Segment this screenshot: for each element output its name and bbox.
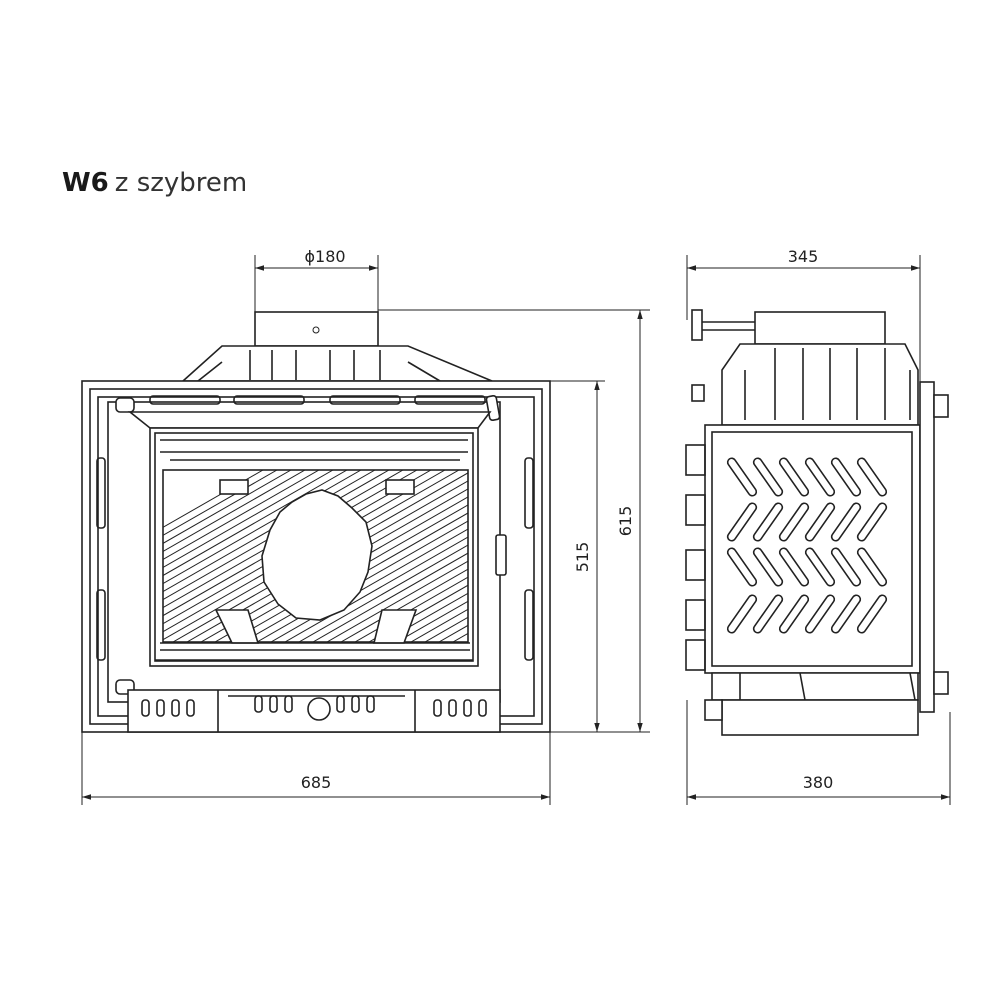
hatch-line	[163, 470, 278, 536]
latch	[485, 394, 501, 422]
rib	[804, 594, 836, 634]
hinge-top	[115, 397, 135, 413]
front-dimensions: ϕ180 685 515 615	[81, 247, 650, 805]
side-flue-collar	[754, 311, 886, 345]
rib	[752, 594, 784, 634]
fire-opening	[261, 489, 373, 621]
dim-bottom-depth-label: 380	[803, 773, 834, 792]
side-hood	[721, 343, 919, 426]
ashpan-vents	[141, 695, 487, 717]
rib	[752, 547, 784, 587]
hatch-line	[396, 600, 468, 642]
rib	[726, 457, 758, 497]
rib	[856, 547, 888, 587]
dim-front-height-label: 515	[573, 542, 592, 573]
rib	[726, 547, 758, 587]
rib	[752, 502, 784, 542]
side-dimensions: 345 380	[686, 247, 951, 805]
hatch-line	[312, 552, 468, 642]
dim-top-depth-label: 345	[788, 247, 819, 266]
rib	[830, 502, 862, 542]
hatch-line	[163, 470, 404, 609]
side-ashpan	[721, 699, 919, 736]
rib	[804, 502, 836, 542]
rib	[726, 502, 758, 542]
hatch-line	[163, 470, 292, 544]
hood	[180, 345, 493, 382]
hatch-line	[382, 592, 468, 642]
rib	[778, 594, 810, 634]
hatch-line	[163, 470, 306, 552]
side-latch	[933, 394, 949, 418]
side-view	[685, 309, 949, 736]
side-front-frame	[919, 381, 935, 713]
model-subtitle: z szybrem	[114, 168, 248, 198]
hatch-line	[326, 560, 468, 642]
damper-lever	[691, 309, 703, 341]
damper-bracket	[691, 384, 705, 402]
hatch-line	[298, 544, 468, 642]
dim-width-label: 685	[301, 773, 332, 792]
front-view	[81, 311, 551, 733]
air-control-knob	[307, 697, 331, 721]
flue-collar	[254, 311, 379, 347]
dim-flue-diameter-label: ϕ180	[304, 247, 345, 266]
rib	[752, 457, 784, 497]
rib	[830, 594, 862, 634]
bracket-right	[385, 479, 415, 495]
bracket-left	[219, 479, 249, 495]
rib	[856, 502, 888, 542]
rib	[856, 594, 888, 634]
side-ribs	[726, 457, 888, 634]
hatch-line	[163, 470, 334, 569]
hatch-line	[163, 470, 264, 528]
hatch-line	[228, 504, 468, 642]
rib	[804, 547, 836, 587]
door-handle	[495, 534, 507, 576]
hatch-line	[368, 584, 468, 642]
rib	[778, 547, 810, 587]
rib	[830, 547, 862, 587]
rib	[778, 457, 810, 497]
hatch-line	[410, 608, 468, 642]
hatch-line	[163, 470, 320, 561]
rib	[726, 594, 758, 634]
model-name: W6	[62, 168, 109, 198]
rib	[804, 457, 836, 497]
rib	[778, 502, 810, 542]
rib	[830, 457, 862, 497]
dim-total-height-label: 615	[616, 506, 635, 537]
side-hinge	[933, 671, 949, 695]
rib	[856, 457, 888, 497]
